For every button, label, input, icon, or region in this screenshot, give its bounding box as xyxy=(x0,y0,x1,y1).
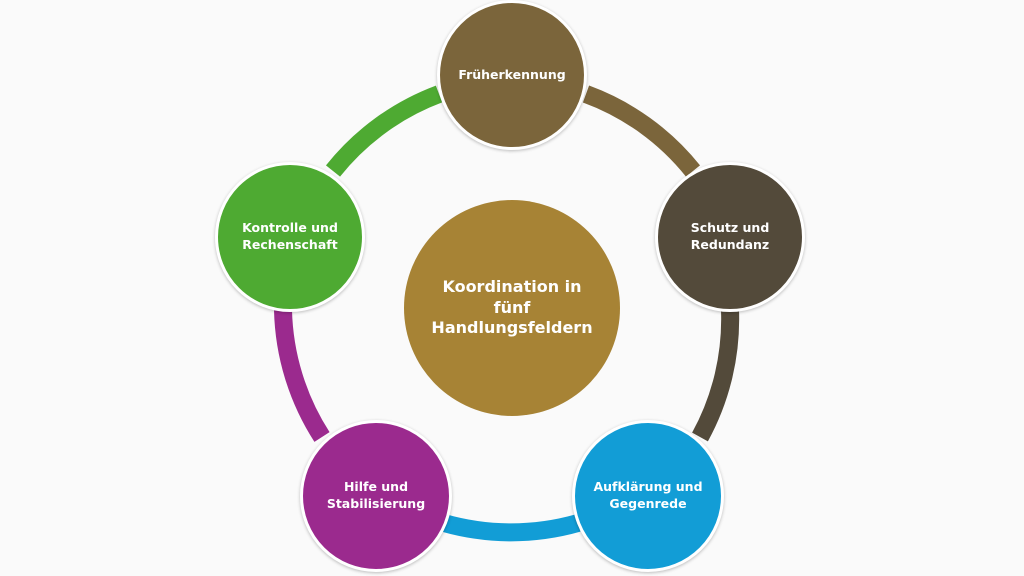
node-aufklaerung-und-gegenrede: Aufklärung und Gegenrede xyxy=(572,420,724,572)
node-label-line: Früherkennung xyxy=(458,66,566,82)
center-label-line-1: Koordination in xyxy=(442,276,582,296)
node-frueherkennung: Früherkennung xyxy=(437,0,587,150)
arc-kontrolle-frueherkennung xyxy=(325,85,443,177)
arc-hilfe-kontrolle xyxy=(274,309,330,442)
arc-aufklaerung-hilfe xyxy=(441,514,581,542)
node-label-line: Schutz und xyxy=(690,220,770,236)
center-label-line-2: fünf xyxy=(493,297,531,317)
node-label-line: Hilfe und xyxy=(343,479,409,495)
node-kontrolle-und-rechenschaft: Kontrolle und Rechenschaft xyxy=(215,162,365,312)
node-label-line: Stabilisierung xyxy=(326,496,426,511)
node-label-line: Rechenschaft xyxy=(242,237,338,252)
arc-schutz-aufklaerung xyxy=(692,309,740,442)
center-circle: Koordination in fünf Handlungsfeldern xyxy=(404,200,620,416)
arc-frueherkennung-schutz xyxy=(582,85,701,177)
node-label-line: Kontrolle und xyxy=(242,220,338,236)
node-hilfe-und-stabilisierung: Hilfe und Stabilisierung xyxy=(300,420,452,572)
node-schutz-und-redundanz: Schutz und Redundanz xyxy=(655,162,805,312)
node-label-line: Aufklärung und xyxy=(593,479,703,495)
node-label-line: Redundanz xyxy=(690,237,770,252)
node-label-line: Gegenrede xyxy=(609,496,687,511)
center-label-line-3: Handlungsfeldern xyxy=(431,318,593,338)
